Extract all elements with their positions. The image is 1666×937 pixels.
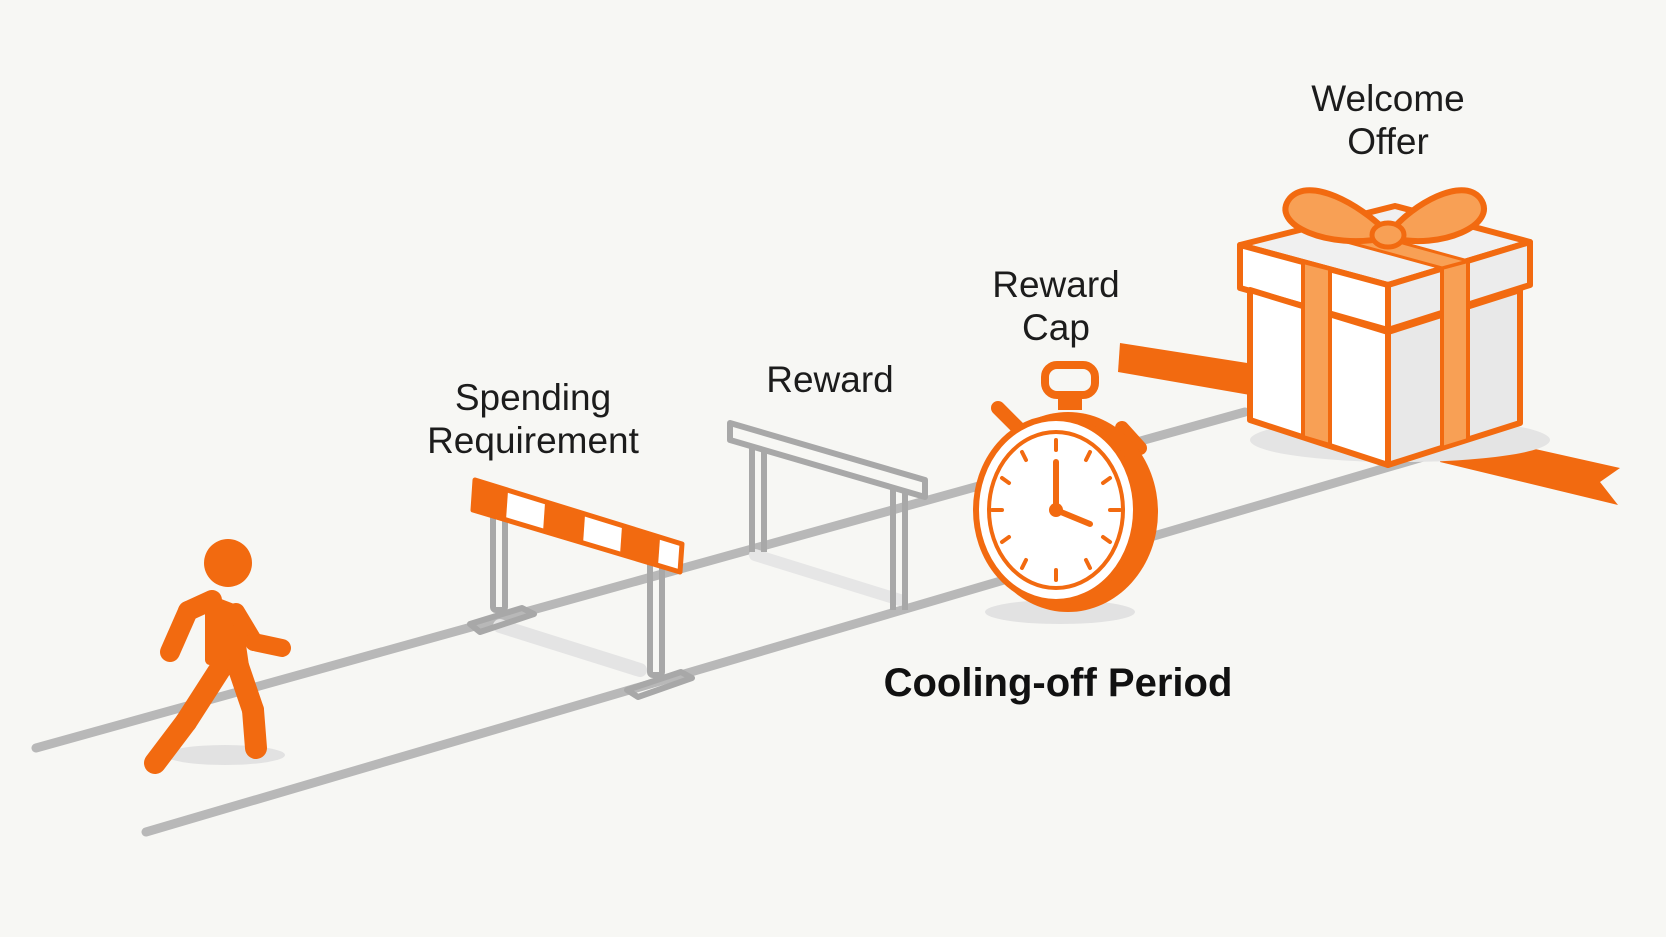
reward-cap-label-line2: Cap: [1022, 307, 1090, 348]
welcome-offer-label-line2: Offer: [1347, 121, 1429, 162]
striped-hurdle-icon: [467, 477, 695, 700]
labels: Spending Requirement Reward Reward Cap W…: [427, 78, 1465, 705]
track-line-lower: [141, 447, 1445, 837]
welcome-offer-label: Welcome: [1311, 78, 1465, 119]
cooling-off-period-label: Cooling-off Period: [884, 661, 1233, 705]
runner-icon: [144, 539, 291, 774]
gift-box-icon: [1237, 187, 1550, 468]
spending-requirement-label: Spending: [455, 377, 611, 418]
spending-requirement-label-line2: Requirement: [427, 420, 640, 461]
gray-hurdle-icon: [727, 420, 928, 610]
reward-cap-label: Reward: [992, 264, 1120, 305]
stopwatch-icon: [973, 361, 1158, 624]
reward-label: Reward: [766, 359, 894, 400]
